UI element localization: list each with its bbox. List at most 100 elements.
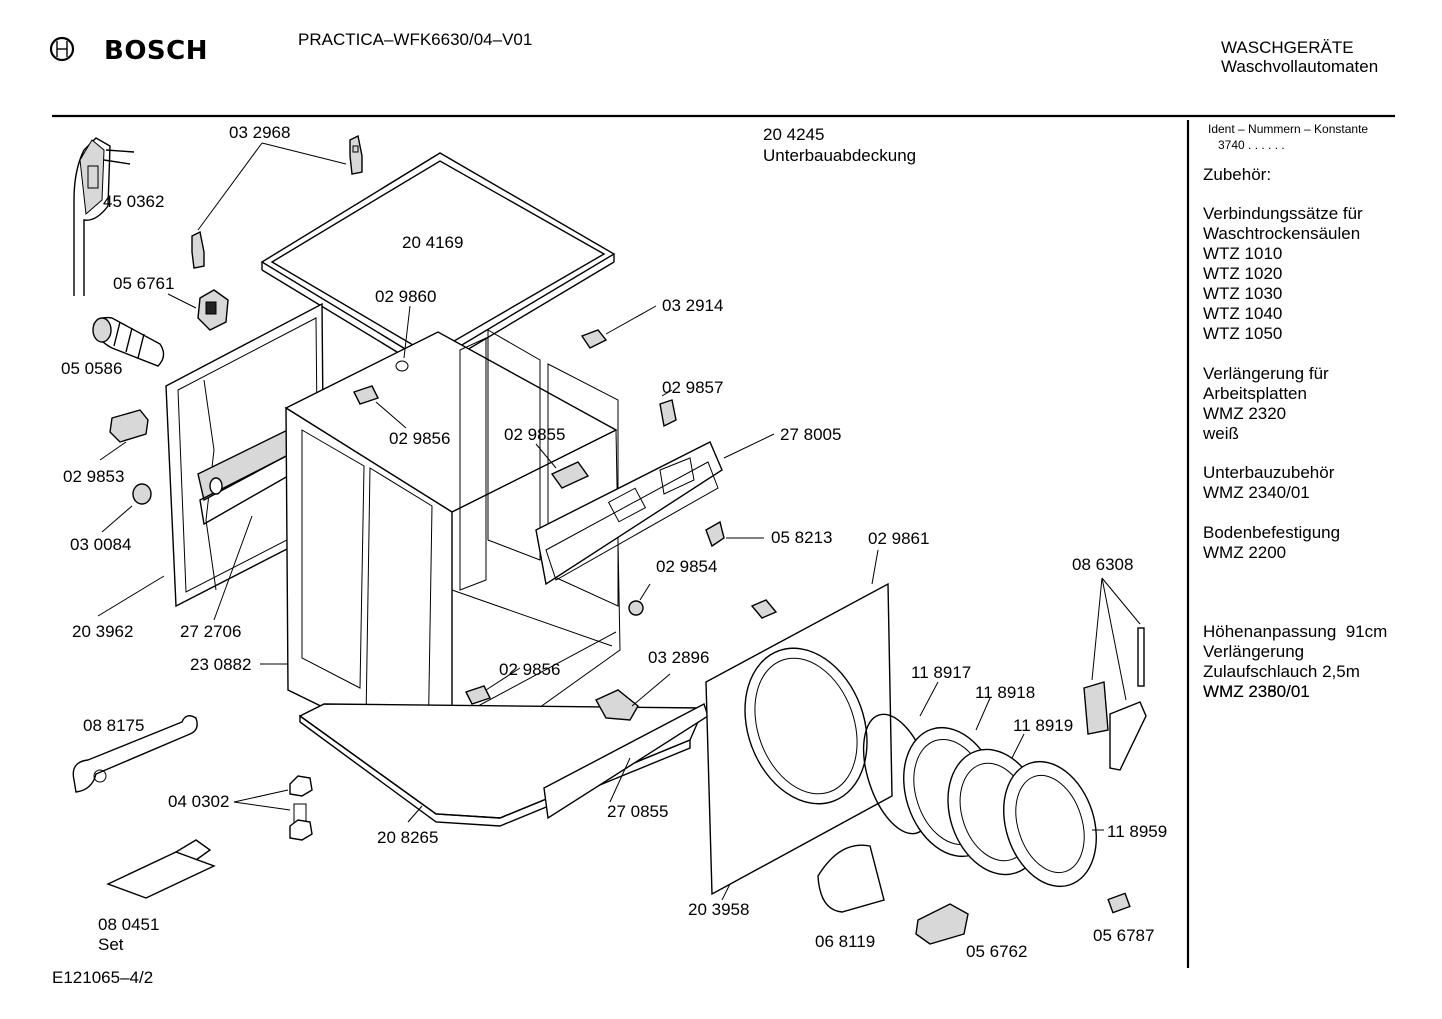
part-label: 27 0855 (607, 802, 669, 821)
part-label: 11 8918 (975, 683, 1036, 702)
ident-title: Ident – Nummern – Konstante (1208, 122, 1369, 136)
nut-bolt (289, 775, 313, 841)
brand-name: BOSCH (104, 36, 208, 66)
mains-plug-cable (73, 137, 135, 296)
part-label: 05 0586 (61, 359, 123, 378)
accessory-group: Verlängerung Zulaufschlauch 2,5m WMZ 238… (1203, 642, 1360, 702)
control-panel-frame (535, 441, 723, 586)
clip-9856-lower (465, 685, 491, 705)
part-label: 27 2706 (180, 622, 242, 641)
accessory-line: Arbeitsplatten (1203, 384, 1307, 403)
part-label: 02 9853 (63, 467, 125, 486)
part-label: 03 2914 (662, 296, 724, 315)
bosch-logo-icon (49, 36, 75, 62)
base-plinth (298, 703, 706, 827)
part-label: 02 9860 (375, 287, 437, 306)
accessory-line: Verbindungssätze für (1203, 204, 1363, 223)
accessory-line: Unterbauzubehör (1203, 463, 1335, 482)
part-label: 11 8919 (1013, 716, 1074, 735)
accessory-group: Verlängerung für Arbeitsplatten WMZ 2320… (1203, 364, 1329, 444)
transport-bracket (106, 839, 216, 899)
clip-9856-upper (353, 385, 379, 405)
part-label: 20 4169 (402, 233, 464, 252)
accessory-line: WTZ 1020 (1203, 264, 1283, 283)
accessory-line: WTZ 1040 (1203, 304, 1283, 323)
clip-9857 (659, 399, 677, 428)
part-label: 02 9854 (656, 557, 718, 576)
accessory-line: WTZ 1010 (1203, 244, 1283, 263)
part-label: 03 0084 (70, 535, 132, 554)
part-label: 27 8005 (780, 425, 842, 444)
hinge-bracket (109, 409, 149, 443)
accessory-line: WMZ 2340/01 (1203, 483, 1310, 502)
part-label: 03 2896 (648, 648, 710, 667)
front-panel (705, 582, 893, 896)
drawer-handle (817, 844, 885, 913)
part-label: 03 2968 (229, 123, 291, 142)
accessory-group: Unterbauzubehör WMZ 2340/01 (1203, 463, 1334, 503)
part-label: 08 0451 (98, 915, 160, 934)
part-label: 08 8175 (83, 716, 145, 735)
accessory-group: Höhenanpassung 91cm WMZ 2350/01 (1203, 582, 1387, 722)
part-label: 04 0302 (168, 792, 230, 811)
part-label: Set (98, 935, 124, 954)
bracket-small (750, 599, 778, 619)
clip-lower (191, 230, 205, 269)
door-lock-switch (197, 289, 229, 331)
accessory-line: WMZ 2350/01 (1203, 682, 1310, 701)
accessory-line: weiß (1203, 424, 1239, 443)
cabinet-frame (284, 329, 621, 772)
ident-value: 3740 . . . . . . (1218, 138, 1285, 152)
door-hinge (595, 689, 639, 721)
clip-8213 (705, 520, 725, 548)
subcategory-title: Waschvollautomaten (1221, 57, 1379, 76)
category-title: WASCHGERÄTE (1221, 38, 1354, 57)
accessory-line: Waschtrockensäulen (1203, 224, 1361, 243)
part-label: 02 9856 (389, 429, 451, 448)
part-label: 20 3958 (688, 900, 750, 919)
part-label: 11 8917 (911, 663, 972, 682)
knob-cap (132, 483, 152, 505)
accessory-line: WTZ 1050 (1203, 324, 1283, 343)
part-label: 20 3962 (72, 622, 134, 641)
accessory-line: WMZ 2380/01 (1203, 682, 1310, 701)
part-label: 05 8213 (771, 528, 833, 547)
part-label: 23 0882 (190, 655, 252, 674)
accessory-group: Bodenbefestigung WMZ 2200 (1203, 523, 1340, 563)
accessory-line: Zulaufschlauch 2,5m (1203, 662, 1360, 681)
clip-2914 (580, 329, 608, 349)
accessory-line: Verlängerung (1203, 642, 1305, 661)
part-label: 02 9857 (662, 378, 724, 397)
part-label: 11 8959 (1107, 822, 1168, 841)
hinge-set-6308 (1083, 627, 1147, 771)
cap-6787 (1107, 892, 1131, 914)
clip-9855 (550, 461, 590, 489)
drawing-code: E121065–4/2 (52, 968, 154, 987)
accessory-line: Bodenbefestigung (1203, 523, 1341, 542)
part-label: 02 9856 (499, 660, 561, 679)
wrench-tool (72, 715, 198, 793)
small-clip-9860 (395, 360, 409, 372)
part-label: 05 6787 (1093, 926, 1155, 945)
part-label: Unterbauabdeckung (763, 146, 917, 165)
part-label: 20 4245 (763, 125, 825, 144)
accessory-group: Verbindungssätze für Waschtrockensäulen … (1203, 204, 1363, 344)
part-label: 45 0362 (103, 192, 165, 211)
lock-bracket (915, 903, 969, 945)
part-label: 20 8265 (377, 828, 439, 847)
accessory-line: Verlängerung für (1203, 364, 1329, 383)
model-title: PRACTICA–WFK6630/04–V01 (298, 30, 533, 49)
clip-top (349, 134, 363, 175)
accessory-line: WTZ 1030 (1203, 284, 1283, 303)
part-label: 06 8119 (815, 932, 876, 951)
accessory-line: Höhenanpassung 91cm (1203, 622, 1388, 641)
door-outer-ring (1003, 760, 1097, 888)
accessory-line: WMZ 2200 (1203, 543, 1287, 562)
accessories-heading: Zubehör: (1203, 165, 1272, 184)
grommet-9854 (628, 600, 644, 616)
drain-pump (92, 316, 165, 367)
part-label: 02 9861 (868, 529, 930, 548)
part-label: 02 9855 (504, 425, 566, 444)
part-label: 05 6762 (966, 942, 1028, 961)
